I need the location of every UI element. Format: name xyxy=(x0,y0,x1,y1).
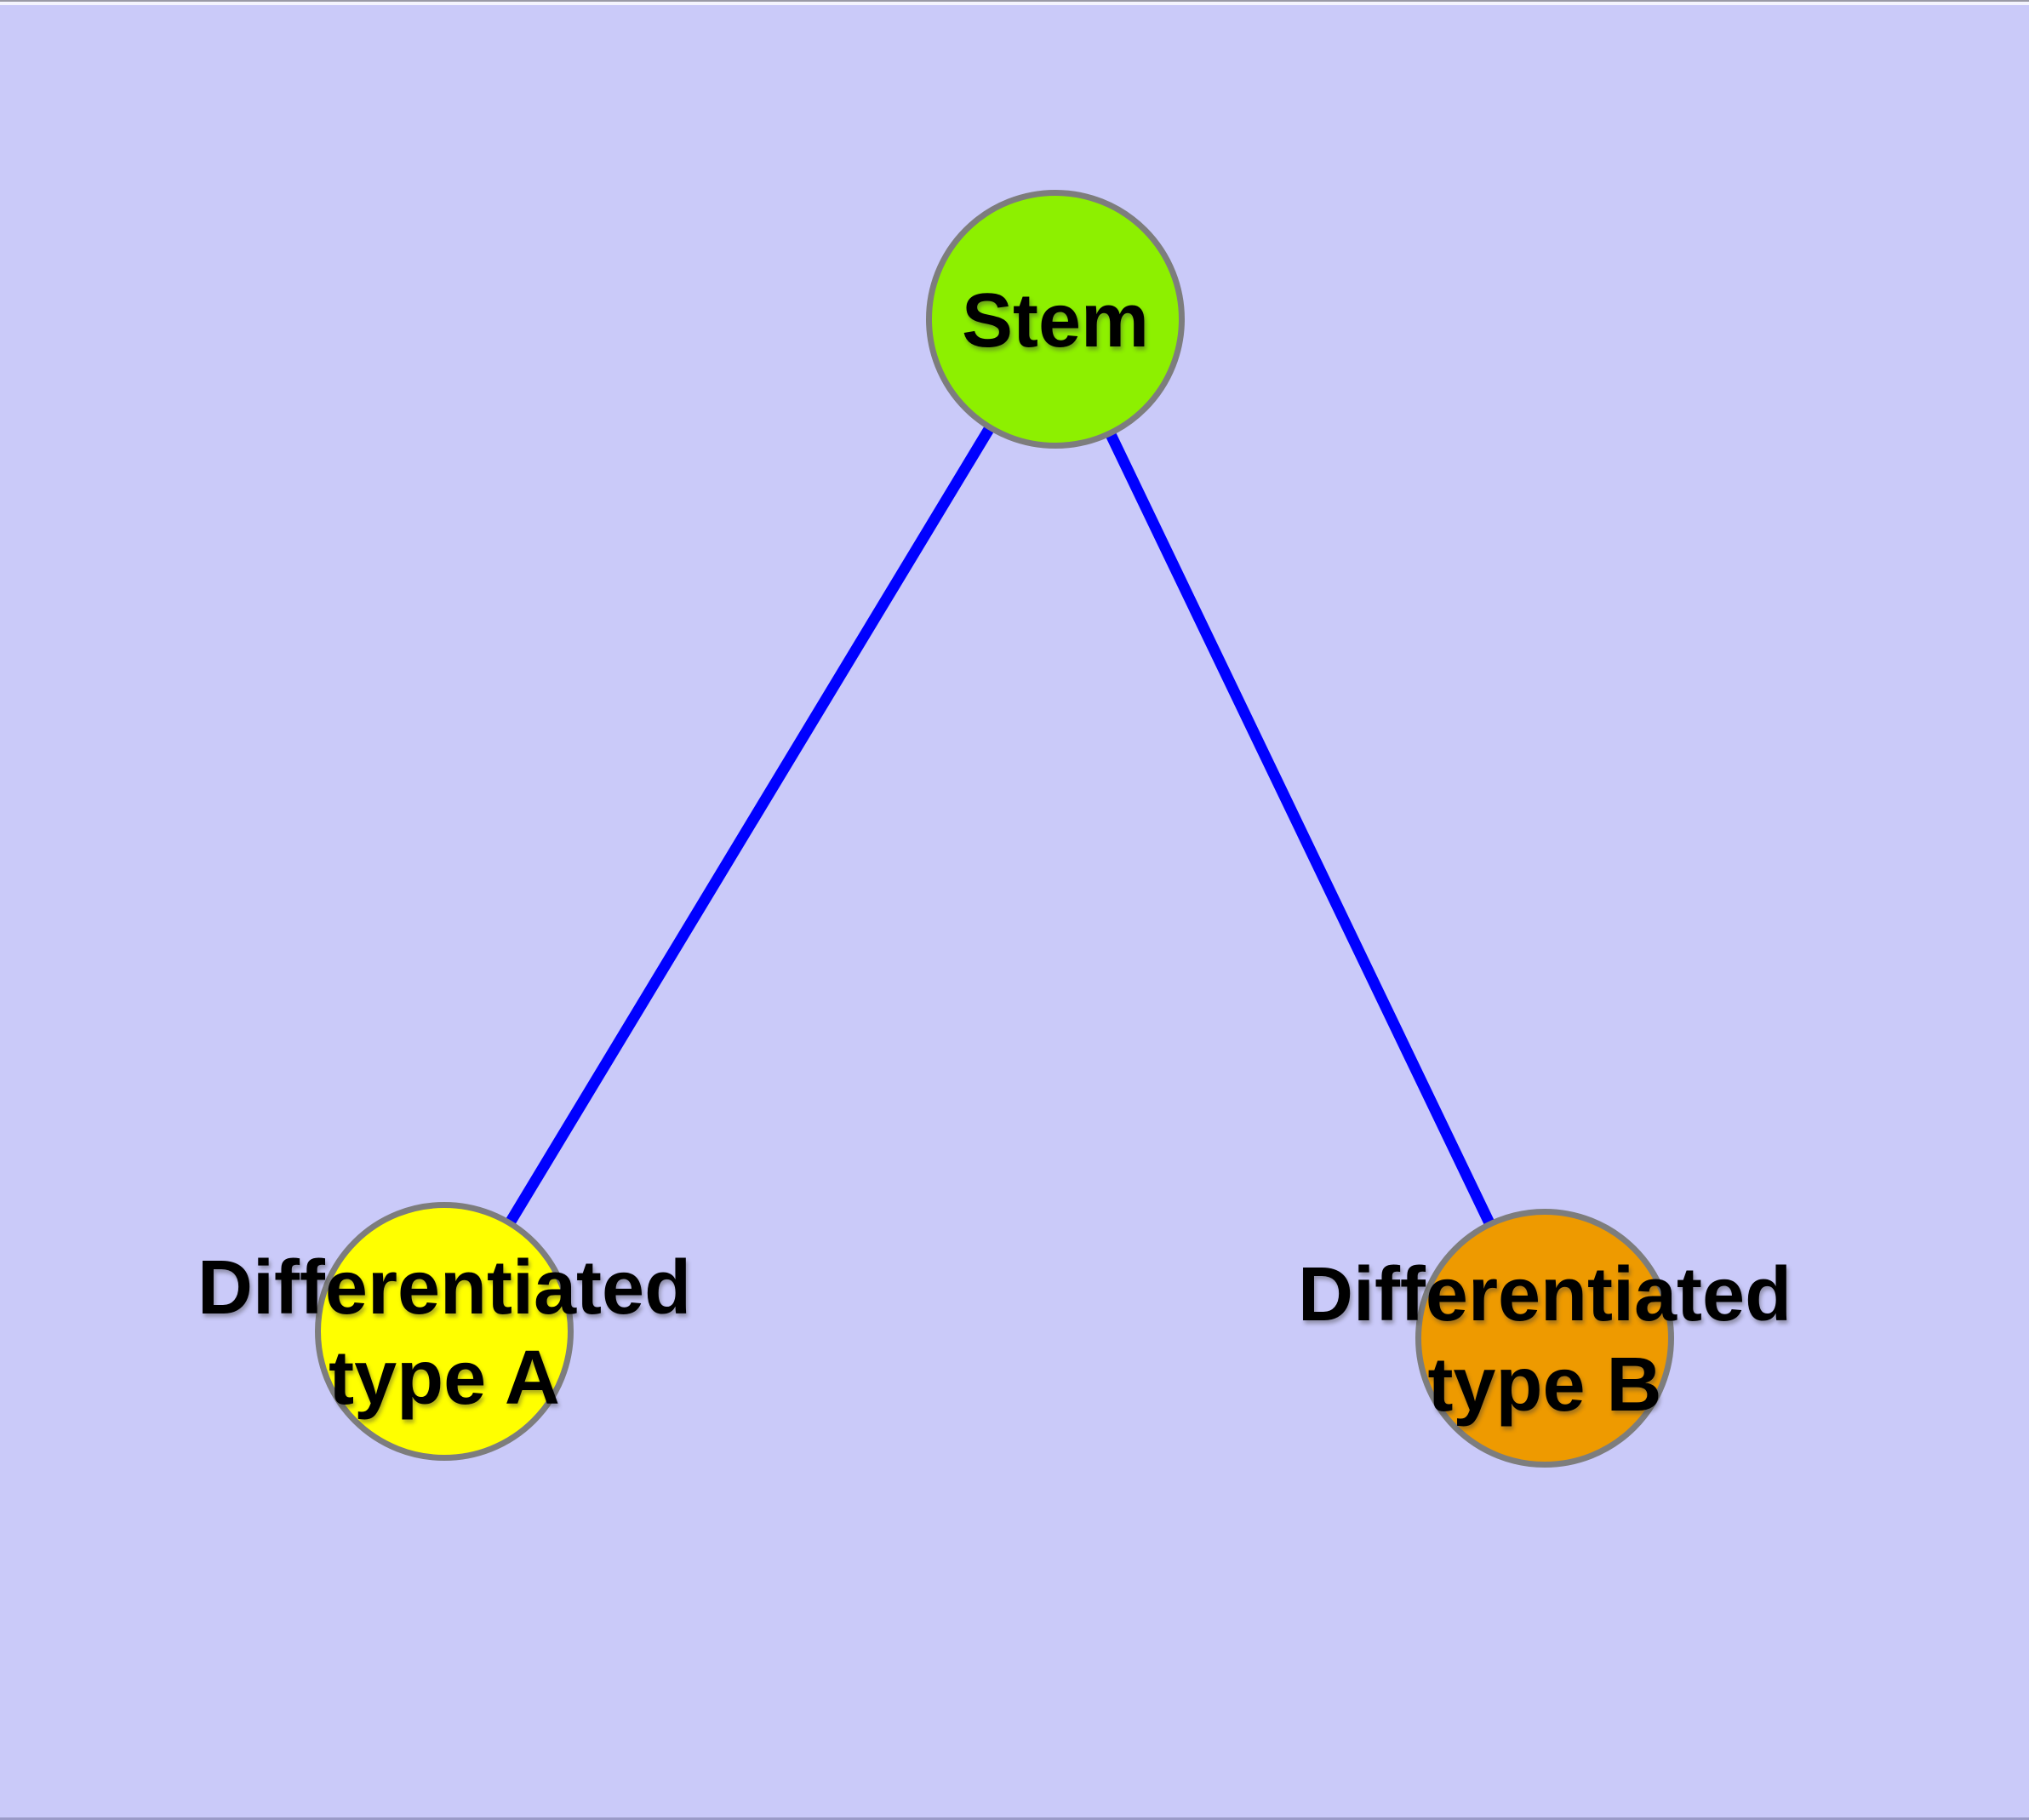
node-differentiated-type-b xyxy=(1415,1209,1674,1468)
node-stem-label-text: Stem xyxy=(961,278,1150,363)
node-stem xyxy=(926,190,1185,449)
node-type-a-label-line2: type A xyxy=(329,1336,560,1421)
edge-stem-to-type-b xyxy=(1050,317,1550,1341)
node-type-a-label: Differentiated type A xyxy=(197,1243,691,1423)
node-type-a-label-line1: Differentiated xyxy=(197,1245,692,1331)
node-type-b-label: Differentiated type B xyxy=(1298,1250,1792,1430)
node-differentiated-type-a xyxy=(315,1202,574,1461)
edge-stem-to-type-a xyxy=(439,316,1060,1335)
window-top-edge xyxy=(0,0,2029,5)
node-type-b-label-line1: Differentiated xyxy=(1297,1252,1792,1337)
node-type-b-label-line2: type B xyxy=(1427,1342,1662,1428)
node-stem-label: Stem xyxy=(962,276,1149,366)
window-bottom-edge xyxy=(0,1817,2029,1820)
